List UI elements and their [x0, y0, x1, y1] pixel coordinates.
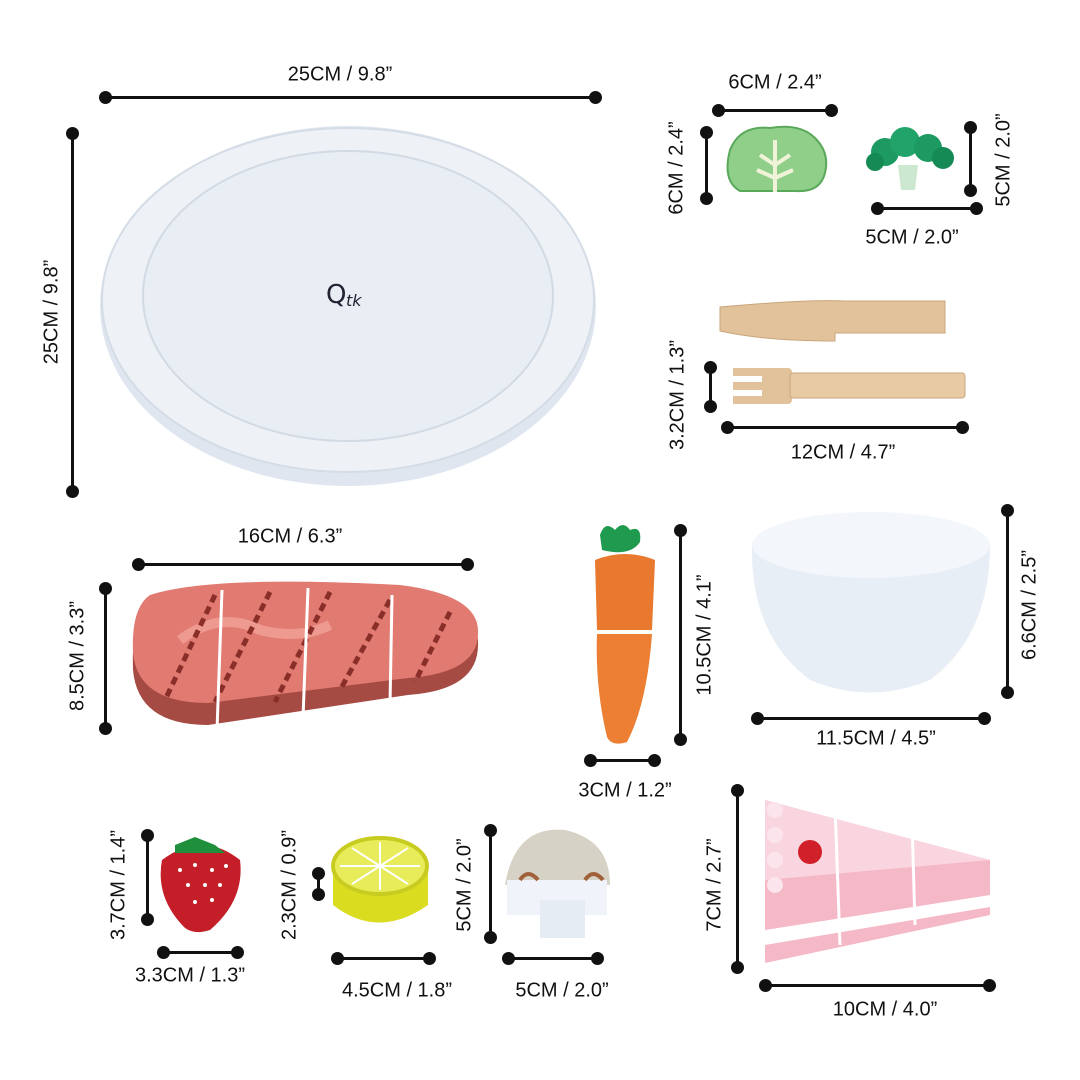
cake-image — [765, 800, 990, 963]
plate-height-label: 25CM / 9.8” — [40, 259, 63, 365]
knife-image — [719, 300, 946, 342]
bowl-width-label: 11.5CM / 4.5” — [816, 727, 936, 750]
svg-text:Q: Q — [326, 280, 346, 310]
cake-height-label: 7CM / 2.7” — [703, 838, 726, 932]
strawberry-image — [160, 837, 241, 933]
mushroom-height-line — [484, 824, 497, 944]
steak-image — [132, 581, 479, 731]
bowl-height-line — [1001, 504, 1014, 699]
mushroom-width-label: 5CM / 2.0” — [515, 979, 609, 1002]
strawberry-height-label: 3.7CM / 1.4” — [107, 829, 130, 941]
plate-width-line — [99, 91, 602, 104]
mushroom-width-line — [502, 952, 604, 965]
lemon-height-line — [312, 867, 325, 901]
utensils-height-label: 3.2CM / 1.3” — [666, 339, 689, 451]
bowl-width-line — [751, 712, 991, 725]
utensils-width-label: 12CM / 4.7” — [790, 441, 896, 464]
cake-height-line — [731, 784, 744, 974]
carrot-width-line — [584, 754, 661, 767]
broccoli-height-line — [964, 121, 977, 197]
svg-text:tk: tk — [346, 291, 362, 310]
lettuce-height-line — [700, 126, 713, 205]
lemon-height-label: 2.3CM / 0.9” — [278, 829, 301, 941]
broccoli-width-label: 5CM / 2.0” — [865, 226, 959, 249]
carrot-image — [595, 525, 655, 744]
carrot-height-label: 10.5CM / 4.1” — [693, 574, 716, 696]
broccoli-width-line — [871, 202, 983, 215]
strawberry-width-label: 3.3CM / 1.3” — [134, 964, 246, 987]
cake-width-line — [759, 979, 996, 992]
plate-height-line — [66, 127, 79, 498]
steak-height-label: 8.5CM / 3.3” — [66, 600, 89, 712]
steak-width-line — [132, 558, 474, 571]
mushroom-height-label: 5CM / 2.0” — [453, 838, 476, 932]
lettuce-width-label: 6CM / 2.4” — [728, 71, 822, 94]
broccoli-image — [866, 127, 954, 190]
lemon-width-label: 4.5CM / 1.8” — [341, 979, 453, 1002]
bowl-image — [751, 512, 990, 693]
plate-image: Q tk — [100, 126, 596, 486]
carrot-height-line — [674, 524, 687, 746]
utensils-height-line — [704, 361, 717, 413]
steak-height-line — [99, 582, 112, 735]
fork-image — [733, 368, 966, 404]
carrot-width-label: 3CM / 1.2” — [578, 779, 672, 802]
cake-width-label: 10CM / 4.0” — [832, 998, 938, 1021]
mushroom-image — [505, 829, 610, 938]
lettuce-image — [726, 125, 828, 193]
lemon-width-line — [331, 952, 436, 965]
lemon-image — [331, 836, 429, 923]
broccoli-height-label: 5CM / 2.0” — [992, 113, 1015, 207]
strawberry-height-line — [141, 829, 154, 926]
bowl-height-label: 6.6CM / 2.5” — [1018, 549, 1041, 661]
steak-width-label: 16CM / 6.3” — [237, 525, 343, 548]
lettuce-width-line — [712, 104, 838, 117]
utensils-width-line — [721, 421, 969, 434]
strawberry-width-line — [157, 946, 244, 959]
plate-width-label: 25CM / 9.8” — [287, 63, 393, 86]
lettuce-height-label: 6CM / 2.4” — [665, 121, 688, 215]
